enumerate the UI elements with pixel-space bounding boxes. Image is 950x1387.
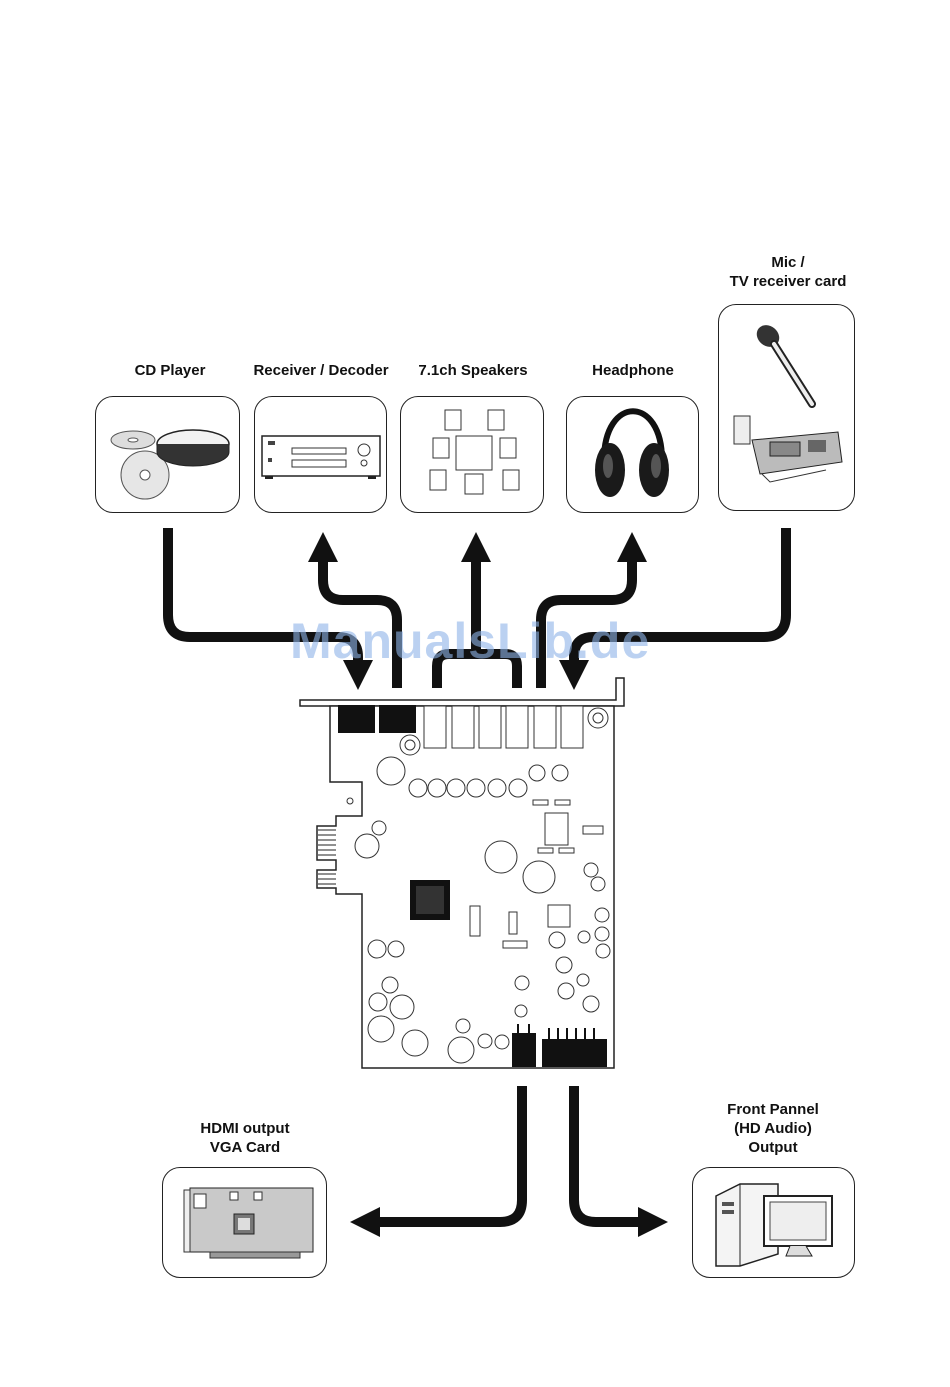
sound-card bbox=[300, 678, 624, 1068]
headphone-icon bbox=[595, 411, 669, 497]
receiver-icon bbox=[262, 436, 380, 479]
cd-disc-icon bbox=[111, 430, 229, 499]
vga-card-icon bbox=[184, 1188, 313, 1258]
arrow-front-panel bbox=[574, 1086, 650, 1222]
pc-monitor-icon bbox=[716, 1184, 832, 1266]
microphone-icon bbox=[752, 321, 812, 404]
arrow-vga-card bbox=[368, 1086, 522, 1222]
tv-card-icon bbox=[734, 416, 842, 482]
speakers-icon bbox=[430, 410, 519, 494]
watermark: ManualsLib.de bbox=[290, 612, 650, 670]
